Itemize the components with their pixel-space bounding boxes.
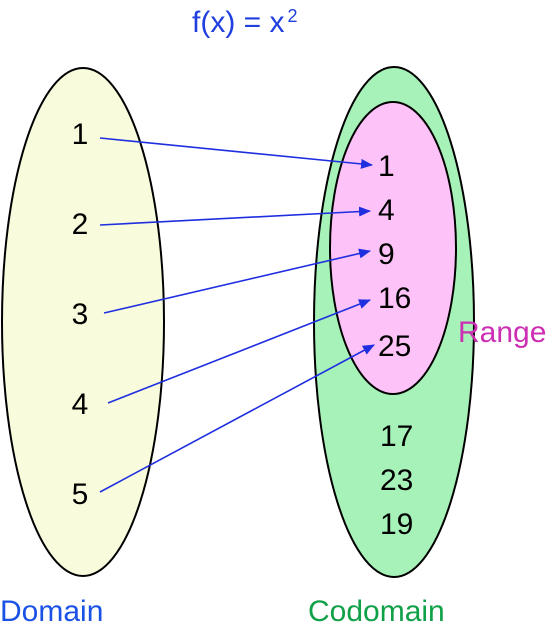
domain-value: 4 (72, 388, 89, 421)
domain-label: Domain (0, 595, 103, 628)
range-value: 25 (378, 330, 411, 363)
mapping-arrow (99, 206, 371, 226)
mapping-arrow (103, 248, 371, 314)
mapping-arrow (99, 344, 375, 493)
codomain-value: 17 (380, 420, 413, 453)
range-values: 1 4 9 16 25 (378, 150, 411, 363)
mapping-arrow (107, 299, 371, 404)
domain-value: 2 (72, 208, 89, 241)
domain-set-ellipse (1, 67, 165, 577)
domain-value: 1 (72, 118, 89, 151)
codomain-value: 19 (380, 508, 413, 541)
mapping-arrows (99, 137, 375, 493)
codomain-value: 23 (380, 464, 413, 497)
codomain-other-values: 17 23 19 (380, 420, 413, 541)
range-set-ellipse (329, 101, 457, 395)
mapping-arrow (99, 137, 373, 169)
codomain-label: Codomain (308, 595, 445, 628)
domain-value: 5 (72, 478, 89, 511)
domain-values: 1 2 3 4 5 (72, 118, 89, 511)
range-label: Range (458, 316, 546, 349)
range-value: 9 (378, 238, 395, 271)
range-value: 4 (378, 194, 395, 227)
function-title-exponent: 2 (288, 6, 298, 26)
range-value: 16 (378, 282, 411, 315)
function-title-base: f(x) = x (192, 6, 285, 39)
range-value: 1 (378, 150, 395, 183)
domain-value: 3 (72, 298, 89, 331)
